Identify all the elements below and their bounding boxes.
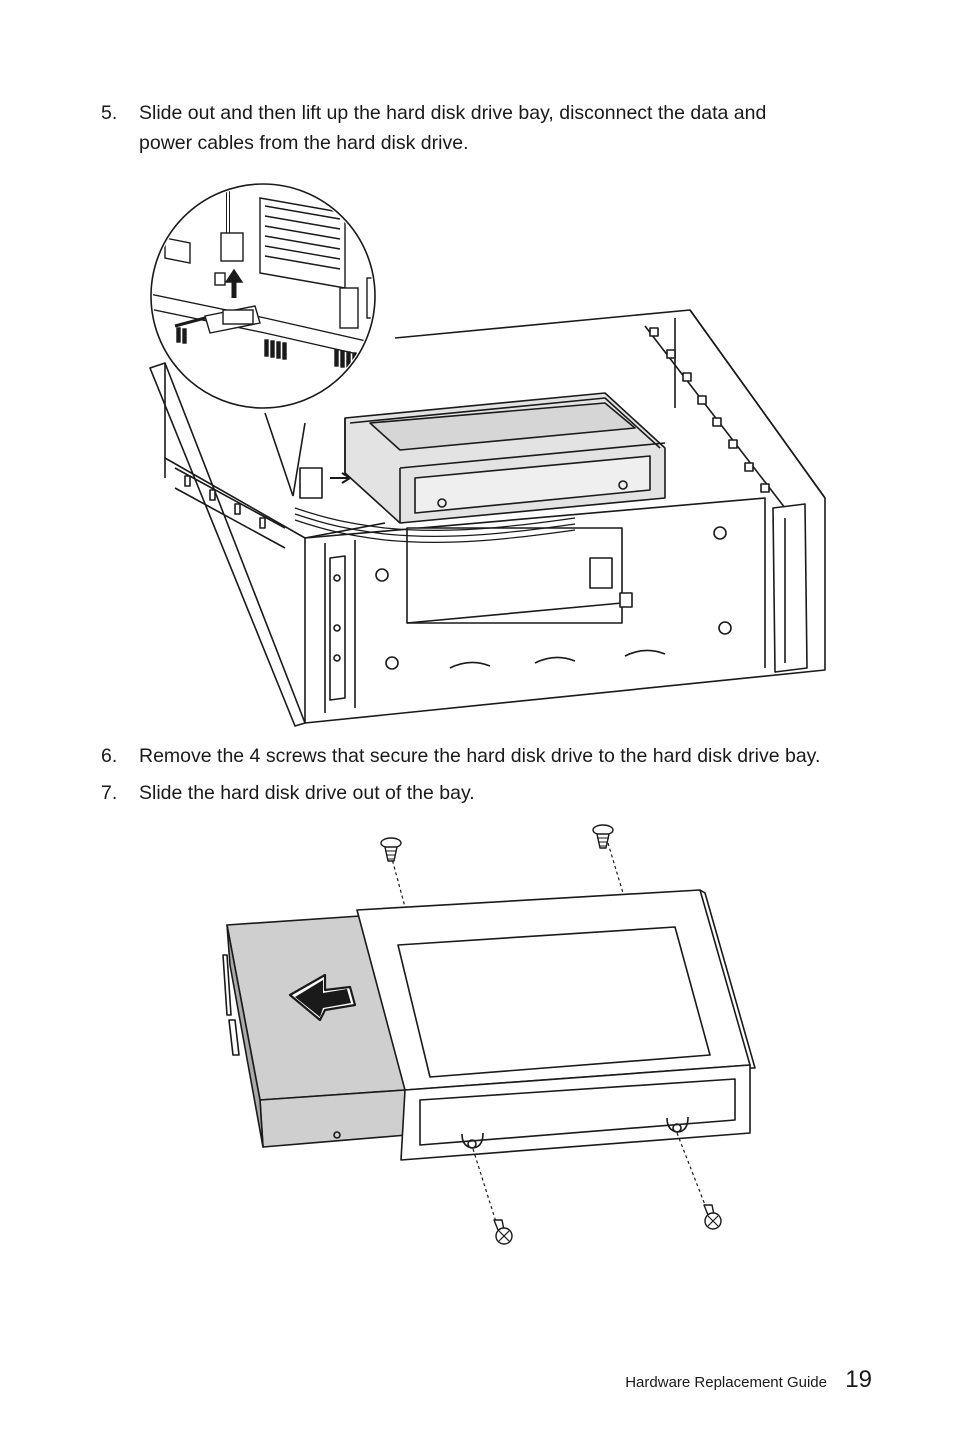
step-text-line-1: Slide out and then lift up the hard disk… — [139, 102, 767, 124]
step-number: 6. — [101, 745, 118, 767]
hdd-removal-illustration — [222, 824, 756, 1245]
step-number: 7. — [101, 782, 118, 804]
footer-guide-title: Hardware Replacement Guide — [625, 1374, 827, 1391]
page-number: 19 — [845, 1366, 872, 1393]
chassis-hdd-bay-illustration — [149, 183, 826, 727]
step-text: Slide the hard disk drive out of the bay… — [139, 782, 475, 804]
step-text: Remove the 4 screws that secure the hard… — [139, 745, 821, 767]
step-number: 5. — [101, 102, 118, 124]
step-text-line-2: power cables from the hard disk drive. — [139, 132, 469, 154]
